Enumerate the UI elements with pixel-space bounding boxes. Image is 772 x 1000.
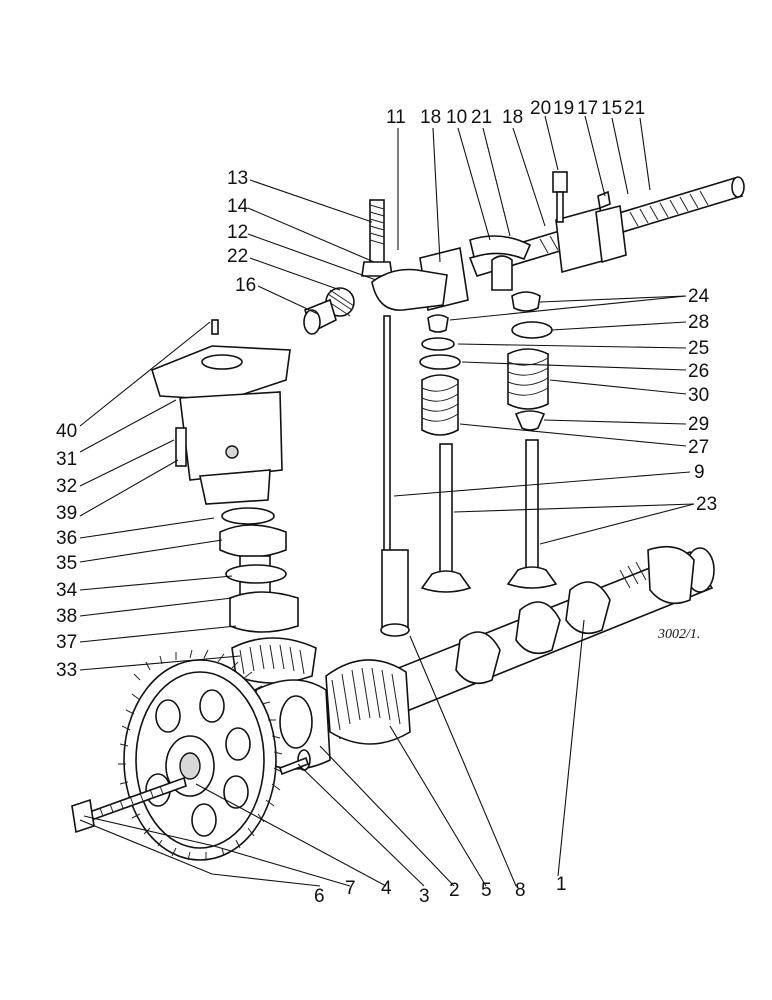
- callout-2: 2: [449, 880, 460, 901]
- callout-21: 21: [624, 98, 645, 119]
- callout-36: 36: [56, 528, 77, 549]
- callout-19: 19: [553, 98, 574, 119]
- callout-23: 23: [696, 494, 717, 515]
- callout-38: 38: [56, 606, 77, 627]
- callout-39: 39: [56, 503, 77, 524]
- callout-10: 10: [446, 107, 467, 128]
- callout-21: 21: [471, 107, 492, 128]
- callout-18: 18: [502, 107, 523, 128]
- callout-37: 37: [56, 632, 77, 653]
- callout-32: 32: [56, 476, 77, 497]
- callout-27: 27: [688, 437, 709, 458]
- callout-6: 6: [314, 886, 325, 907]
- drive-housing-assembly: [151, 319, 317, 684]
- callout-13: 13: [227, 168, 248, 189]
- parts-drawing: [71, 171, 745, 861]
- callout-8: 8: [515, 880, 526, 901]
- callout-33: 33: [56, 660, 77, 681]
- callout-11: 11: [386, 107, 406, 128]
- callout-31: 31: [56, 449, 77, 470]
- callout-30: 30: [688, 385, 709, 406]
- callout-25: 25: [688, 338, 709, 359]
- push-rod-and-tappet: [380, 315, 410, 637]
- left-rocker-assembly: [303, 199, 448, 335]
- valves: [420, 439, 558, 593]
- callout-34: 34: [56, 580, 78, 601]
- callout-20: 20: [530, 98, 551, 119]
- callout-4: 4: [381, 878, 392, 899]
- callout-28: 28: [688, 312, 709, 333]
- camshaft-gear: [71, 649, 311, 861]
- callout-5: 5: [481, 880, 492, 901]
- callout-18: 18: [420, 107, 441, 128]
- callout-24: 24: [688, 286, 710, 307]
- callout-9: 9: [694, 462, 705, 483]
- callout-40: 40: [56, 421, 77, 442]
- callout-14: 14: [227, 196, 249, 217]
- callout-7: 7: [345, 878, 356, 899]
- callout-16: 16: [235, 275, 256, 296]
- leader-lines: [79, 115, 695, 887]
- callout-12: 12: [227, 222, 248, 243]
- callout-15: 15: [601, 98, 622, 119]
- callout-26: 26: [688, 361, 709, 382]
- callout-29: 29: [688, 414, 709, 435]
- valve-spring-stack: [419, 291, 553, 436]
- callout-labels: 11 18 10 21 18 20 19 17 15 21 13 14 12 2…: [56, 98, 717, 907]
- camshaft: [316, 545, 715, 740]
- callout-3: 3: [419, 886, 430, 907]
- figure-reference-number: 3002/1.: [657, 627, 700, 642]
- callout-35: 35: [56, 553, 77, 574]
- callout-1: 1: [556, 874, 567, 895]
- callout-22: 22: [227, 246, 248, 267]
- callout-17: 17: [577, 98, 598, 119]
